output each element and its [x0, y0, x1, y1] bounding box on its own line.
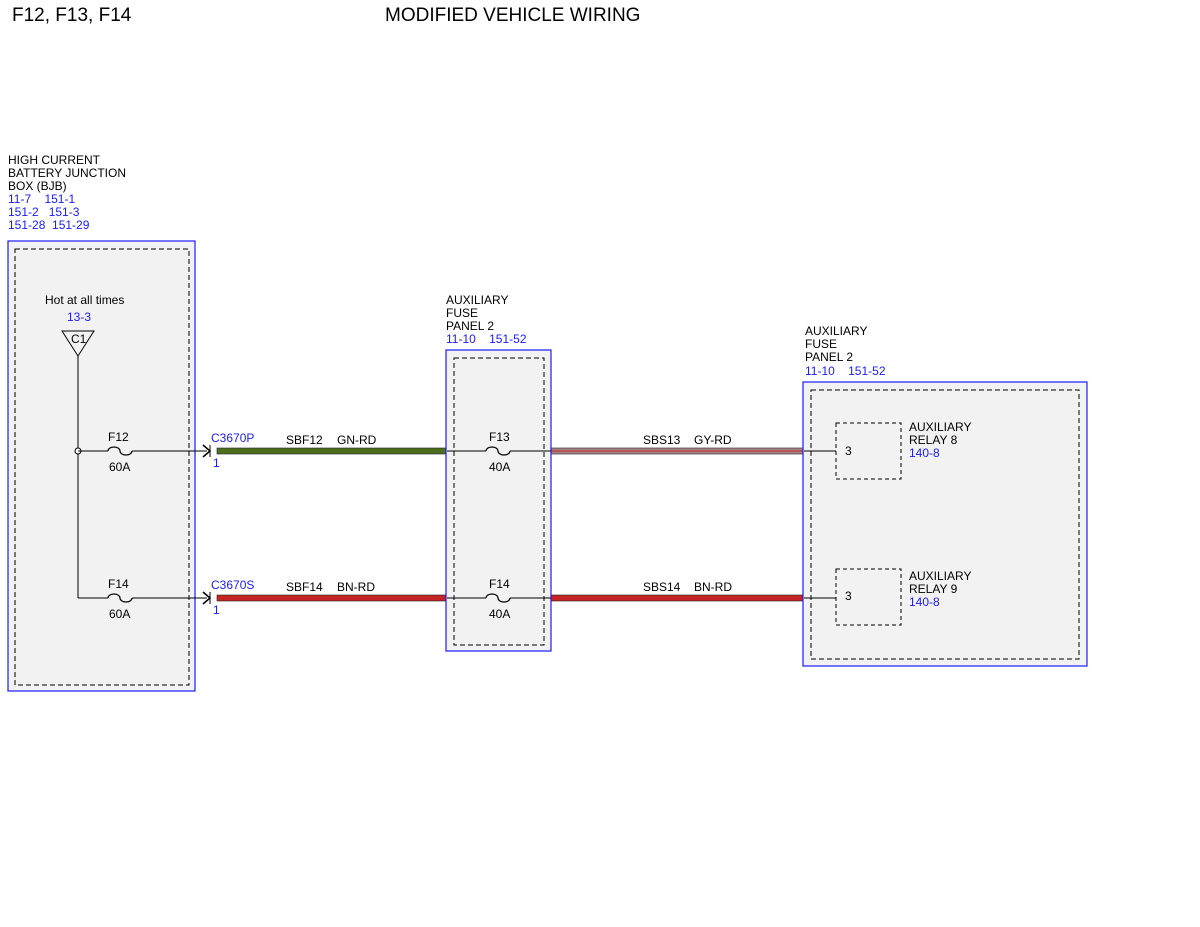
bjb-inner-border: [14, 248, 190, 686]
relay-8-name-line: RELAY 8: [909, 433, 958, 447]
aux-fuse-panel-name-line: PANEL 2: [446, 319, 494, 333]
bjb-ref[interactable]: 11-7 151-1: [8, 192, 75, 206]
bjb-name-line: HIGH CURRENT: [8, 153, 101, 167]
fuse-f12-icon: [107, 446, 133, 456]
bjb-component: HIGH CURRENT BATTERY JUNCTION BOX (BJB) …: [7, 153, 207, 692]
relay-9-name-line: RELAY 9: [909, 582, 958, 596]
wire-sbf12-body[interactable]: [216, 447, 448, 455]
relay-8-box: [835, 422, 902, 480]
relay-8-pin: 3: [845, 444, 852, 458]
fuse-f13-name: F13: [489, 430, 510, 444]
relay-9-box: [835, 568, 902, 626]
aux-relay-panel-name-line: FUSE: [805, 337, 837, 351]
wire-circuit: SBS14: [643, 580, 681, 594]
power-source-triangle-icon: [61, 330, 95, 357]
wire-circuit: SBS13: [643, 433, 681, 447]
bjb-ref[interactable]: 151-2 151-3: [8, 205, 80, 219]
wire-color-code: BN-RD: [694, 580, 732, 594]
wire-circuit: SBF14: [286, 580, 323, 594]
aux-relay-panel-box: [802, 381, 1088, 667]
aux-relay-panel-refs[interactable]: 11-10 151-52: [805, 364, 886, 378]
fuse-f14-aux-name: F14: [489, 577, 510, 591]
aux-fuse-panel-refs[interactable]: 11-10 151-52: [446, 332, 527, 346]
fuse-f14-rating: 60A: [109, 607, 130, 621]
connector-c3670s: C3670S 1: [202, 578, 254, 617]
wire-sbs14-body[interactable]: [550, 594, 805, 602]
relay-9-pin: 3: [845, 589, 852, 603]
page-ids: F12, F13, F14: [12, 5, 132, 26]
page-title: MODIFIED VEHICLE WIRING: [385, 5, 640, 26]
wire-sbf14-body[interactable]: [216, 594, 448, 602]
wire-color-code: BN-RD: [337, 580, 375, 594]
fuse-f13-rating: 40A: [489, 460, 510, 474]
fuse-f14-aux-rating: 40A: [489, 607, 510, 621]
connector-pin: 1: [213, 603, 220, 617]
fuse-f12-name: F12: [108, 430, 129, 444]
bjb-box: [7, 240, 196, 692]
wire-color-code: GN-RD: [337, 433, 377, 447]
fuse-f13-icon: [485, 446, 511, 456]
wire-sbs14[interactable]: SBS14 BN-RD: [550, 580, 805, 602]
connector-id[interactable]: C3670S: [211, 578, 254, 592]
aux-relay-panel-name-line: AUXILIARY: [805, 324, 867, 338]
fuse-f12-rating: 60A: [109, 460, 130, 474]
aux-relay-panel-inner-border: [810, 389, 1080, 660]
aux-fuse-panel-box: [445, 349, 552, 652]
fuse-f14-name: F14: [108, 577, 129, 591]
hot-at-all-times-label: Hot at all times: [45, 293, 124, 307]
wire-sbf14[interactable]: SBF14 BN-RD: [216, 580, 448, 602]
bjb-ref[interactable]: 151-28 151-29: [8, 218, 90, 232]
aux-fuse-panel-inner-border: [453, 357, 545, 646]
c1-connector-label: C1: [71, 332, 87, 346]
wire-color-code: GY-RD: [694, 433, 732, 447]
aux-fuse-panel-name-line: FUSE: [446, 306, 478, 320]
relay-8-name-line: AUXILIARY: [909, 420, 971, 434]
aux-relay-panel-component: AUXILIARY FUSE PANEL 2 11-10 151-52 3 AU…: [802, 324, 1088, 667]
hot-ref[interactable]: 13-3: [67, 310, 91, 324]
fuse-f14-icon: [107, 593, 133, 603]
bjb-name-line: BOX (BJB): [8, 179, 67, 193]
bjb-name-line: BATTERY JUNCTION: [8, 166, 126, 180]
relay-9-name-line: AUXILIARY: [909, 569, 971, 583]
wire-sbs13[interactable]: SBS13 GY-RD: [550, 433, 805, 455]
connector-id[interactable]: C3670P: [211, 431, 254, 445]
aux-fuse-panel-name-line: AUXILIARY: [446, 293, 508, 307]
aux-fuse-panel-component: AUXILIARY FUSE PANEL 2 11-10 151-52 F13 …: [445, 293, 552, 652]
wire-circuit: SBF12: [286, 433, 323, 447]
connector-pin: 1: [213, 456, 220, 470]
connector-c3670p: C3670P 1: [202, 431, 254, 470]
relay-9-ref[interactable]: 140-8: [909, 595, 940, 609]
fuse-f14-aux-icon: [485, 593, 511, 603]
relay-8-ref[interactable]: 140-8: [909, 446, 940, 460]
aux-relay-panel-name-line: PANEL 2: [805, 350, 853, 364]
